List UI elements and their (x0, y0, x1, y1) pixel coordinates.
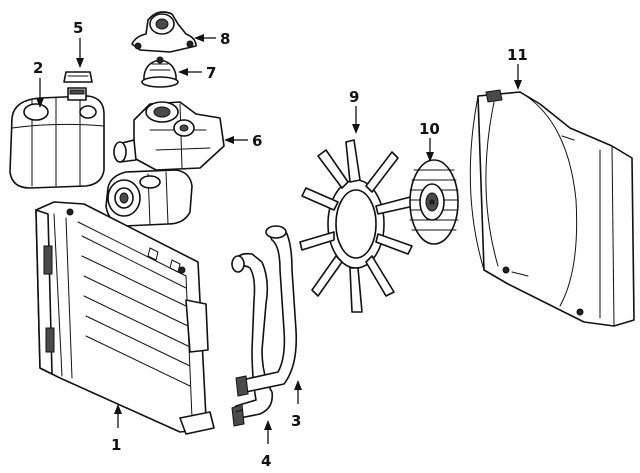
callout-4: 4 (261, 452, 271, 470)
part-4-lower-hose[interactable] (231, 252, 274, 427)
callout-6: 6 (252, 132, 262, 150)
callout-5: 5 (73, 19, 83, 37)
part-11-fan-shroud[interactable] (469, 89, 635, 327)
callout-8: 8 (220, 30, 230, 48)
part-2-expansion-tank[interactable] (9, 87, 105, 189)
callout-10: 10 (419, 120, 440, 138)
callout-1: 1 (111, 436, 121, 454)
leader-lines (36, 34, 522, 444)
callout-2: 2 (33, 59, 43, 77)
part-8-thermostat-cover[interactable] (131, 11, 197, 53)
callout-9: 9 (349, 88, 359, 106)
callout-7: 7 (206, 64, 216, 82)
callout-11: 11 (507, 46, 528, 64)
water-pump-impeller-assembly[interactable] (105, 169, 193, 227)
part-3-upper-hose[interactable] (235, 225, 298, 397)
part-6-water-pump-housing[interactable] (113, 101, 225, 171)
callout-3: 3 (291, 412, 301, 430)
part-5-reservoir-cap[interactable] (63, 71, 93, 83)
part-10-fan-clutch[interactable] (409, 159, 459, 245)
part-1-radiator[interactable] (35, 201, 215, 435)
callout-numbers: 1 2 3 4 5 6 7 8 9 10 11 (33, 19, 528, 470)
part-9-fan[interactable] (299, 139, 415, 313)
part-7-thermostat[interactable] (141, 56, 179, 88)
